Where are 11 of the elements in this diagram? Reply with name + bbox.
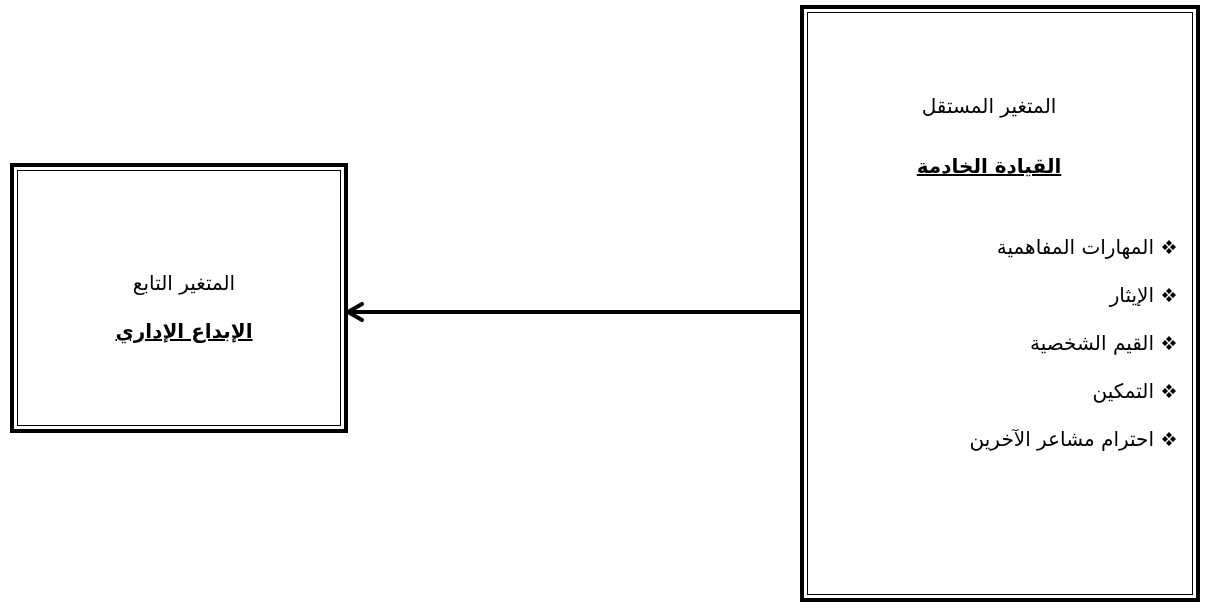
underlined-heading: القيادة الخادمة [916,153,1062,179]
variable-box [10,163,348,433]
list-item-text: المهارات المفاهمية [996,234,1154,260]
list-item-text: التمكين [1092,378,1154,404]
box-label: المتغير التابع [132,270,236,296]
underlined-heading: الإبداع الإداري [115,318,253,344]
list-item-text: الإيثار [1109,282,1154,308]
box-label: المتغير المستقل [921,93,1057,119]
list-item-text: القيم الشخصية [1030,330,1154,356]
list-item-text: احترام مشاعر الآخرين [969,426,1154,452]
variable-box [800,5,1200,602]
